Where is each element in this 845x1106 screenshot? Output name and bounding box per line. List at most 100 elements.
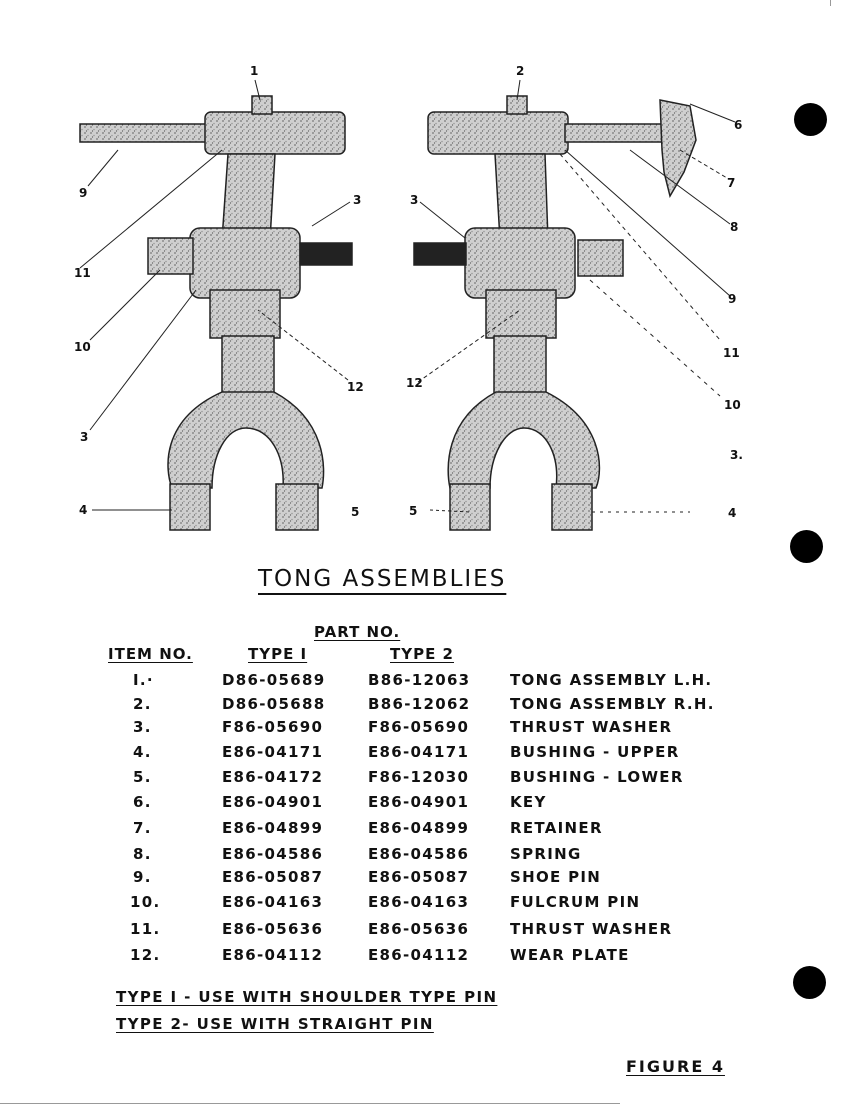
row-description: RETAINER	[510, 819, 603, 837]
fulcrum-pin-right	[577, 239, 624, 277]
row-item: 6.	[133, 793, 152, 811]
binder-hole-top	[794, 103, 827, 136]
row-type1: E86-04586	[222, 845, 324, 863]
fork-left	[167, 391, 325, 489]
lower-neck-right	[493, 335, 547, 397]
callout-1: 1	[250, 64, 259, 78]
page-corner-mark	[830, 0, 831, 6]
callout-10-left: 10	[74, 340, 91, 354]
binder-hole-middle	[790, 530, 823, 563]
row-item: I.·	[133, 671, 154, 689]
row-type1: F86-05690	[222, 718, 324, 736]
row-type2: E86-05636	[368, 920, 470, 938]
callout-6: 6	[734, 118, 743, 132]
row-type2: B86-12062	[368, 695, 471, 713]
callout-3-right: 3	[410, 193, 419, 207]
row-type1: E86-04163	[222, 893, 324, 911]
row-type2: E86-04901	[368, 793, 470, 811]
callout-9-left: 9	[79, 186, 88, 200]
row-type1: E86-04171	[222, 743, 324, 761]
fulcrum-pin-left	[147, 237, 194, 275]
tong-assembly-illustration	[79, 79, 736, 531]
foot-right-1	[449, 483, 491, 531]
row-type2: F86-12030	[368, 768, 470, 786]
page-bottom-edge	[0, 1103, 620, 1104]
foot-right-2	[551, 483, 593, 531]
row-item: 12.	[130, 946, 161, 964]
row-description: KEY	[510, 793, 547, 811]
row-item: 2.	[133, 695, 152, 713]
callout-3-left-upper: 3	[353, 193, 362, 207]
shoe-pin-right	[564, 123, 676, 143]
row-item: 3.	[133, 718, 152, 736]
wear-plate-right	[485, 289, 557, 339]
row-type1: E86-05636	[222, 920, 324, 938]
row-type1: E86-05087	[222, 868, 324, 886]
row-item: 5.	[133, 768, 152, 786]
row-type2: E86-05087	[368, 868, 470, 886]
neck-right	[494, 153, 549, 241]
top-boss-right	[427, 111, 569, 155]
row-item: 4.	[133, 743, 152, 761]
callout-3-left-lower: 3	[80, 430, 89, 444]
binder-hole-bottom	[793, 966, 826, 999]
key-tab-right	[506, 95, 528, 115]
row-description: BUSHING - LOWER	[510, 768, 684, 786]
row-type1: E86-04899	[222, 819, 324, 837]
row-type1: D86-05688	[222, 695, 326, 713]
neck-left	[221, 153, 276, 241]
callout-5-right: 5	[409, 504, 418, 518]
leader-lines-right	[417, 79, 736, 513]
callout-8: 8	[730, 220, 739, 234]
callout-2: 2	[516, 64, 525, 78]
row-description: BUSHING - UPPER	[510, 743, 680, 761]
hub-right	[464, 227, 576, 299]
callout-9-right: 9	[728, 292, 737, 306]
lower-neck-left	[221, 335, 275, 397]
figure-label: FIGURE 4	[626, 1057, 725, 1076]
callout-3-right-lower: 3.	[730, 448, 743, 462]
callout-10-right: 10	[724, 398, 741, 412]
key-tab-left	[251, 95, 273, 115]
retainer-right	[659, 99, 697, 198]
leader-lines-left	[79, 79, 351, 511]
callout-4-right: 4	[728, 506, 737, 520]
row-type2: B86-12063	[368, 671, 471, 689]
row-description: WEAR PLATE	[510, 946, 630, 964]
row-item: 7.	[133, 819, 152, 837]
top-boss-left	[204, 111, 346, 155]
part-no-header: PART NO.	[314, 623, 401, 641]
figure-title: TONG ASSEMBLIES	[258, 566, 507, 592]
row-description: SHOE PIN	[510, 868, 602, 886]
row-description: TONG ASSEMBLY L.H.	[510, 671, 713, 689]
row-type2: E86-04112	[368, 946, 470, 964]
note-type1: TYPE I - USE WITH SHOULDER TYPE PIN	[116, 988, 498, 1006]
row-description: FULCRUM PIN	[510, 893, 641, 911]
row-type1: E86-04172	[222, 768, 324, 786]
row-description: TONG ASSEMBLY R.H.	[510, 695, 715, 713]
wear-plate-left	[209, 289, 281, 339]
row-item: 10.	[130, 893, 161, 911]
row-item: 8.	[133, 845, 152, 863]
fork-right	[447, 391, 601, 489]
shoe-pin-left	[79, 123, 221, 143]
callout-12-right: 12	[406, 376, 423, 390]
type1-header: TYPE I	[248, 645, 308, 663]
row-type2: F86-05690	[368, 718, 470, 736]
left-tong-assembly	[79, 95, 353, 531]
row-type2: E86-04163	[368, 893, 470, 911]
note-type2: TYPE 2- USE WITH STRAIGHT PIN	[116, 1015, 434, 1033]
callout-11-right: 11	[723, 346, 740, 360]
callout-11-left: 11	[74, 266, 91, 280]
row-description: THRUST WASHER	[510, 718, 673, 736]
foot-left-2	[275, 483, 319, 531]
row-description: SPRING	[510, 845, 582, 863]
row-item: 11.	[130, 920, 161, 938]
row-type2: E86-04586	[368, 845, 470, 863]
callout-7: 7	[727, 176, 736, 190]
type2-header: TYPE 2	[390, 645, 454, 663]
callout-12-left: 12	[347, 380, 364, 394]
callout-4-left: 4	[79, 503, 88, 517]
row-type1: E86-04901	[222, 793, 324, 811]
thrust-washer-pin-right	[413, 242, 467, 266]
